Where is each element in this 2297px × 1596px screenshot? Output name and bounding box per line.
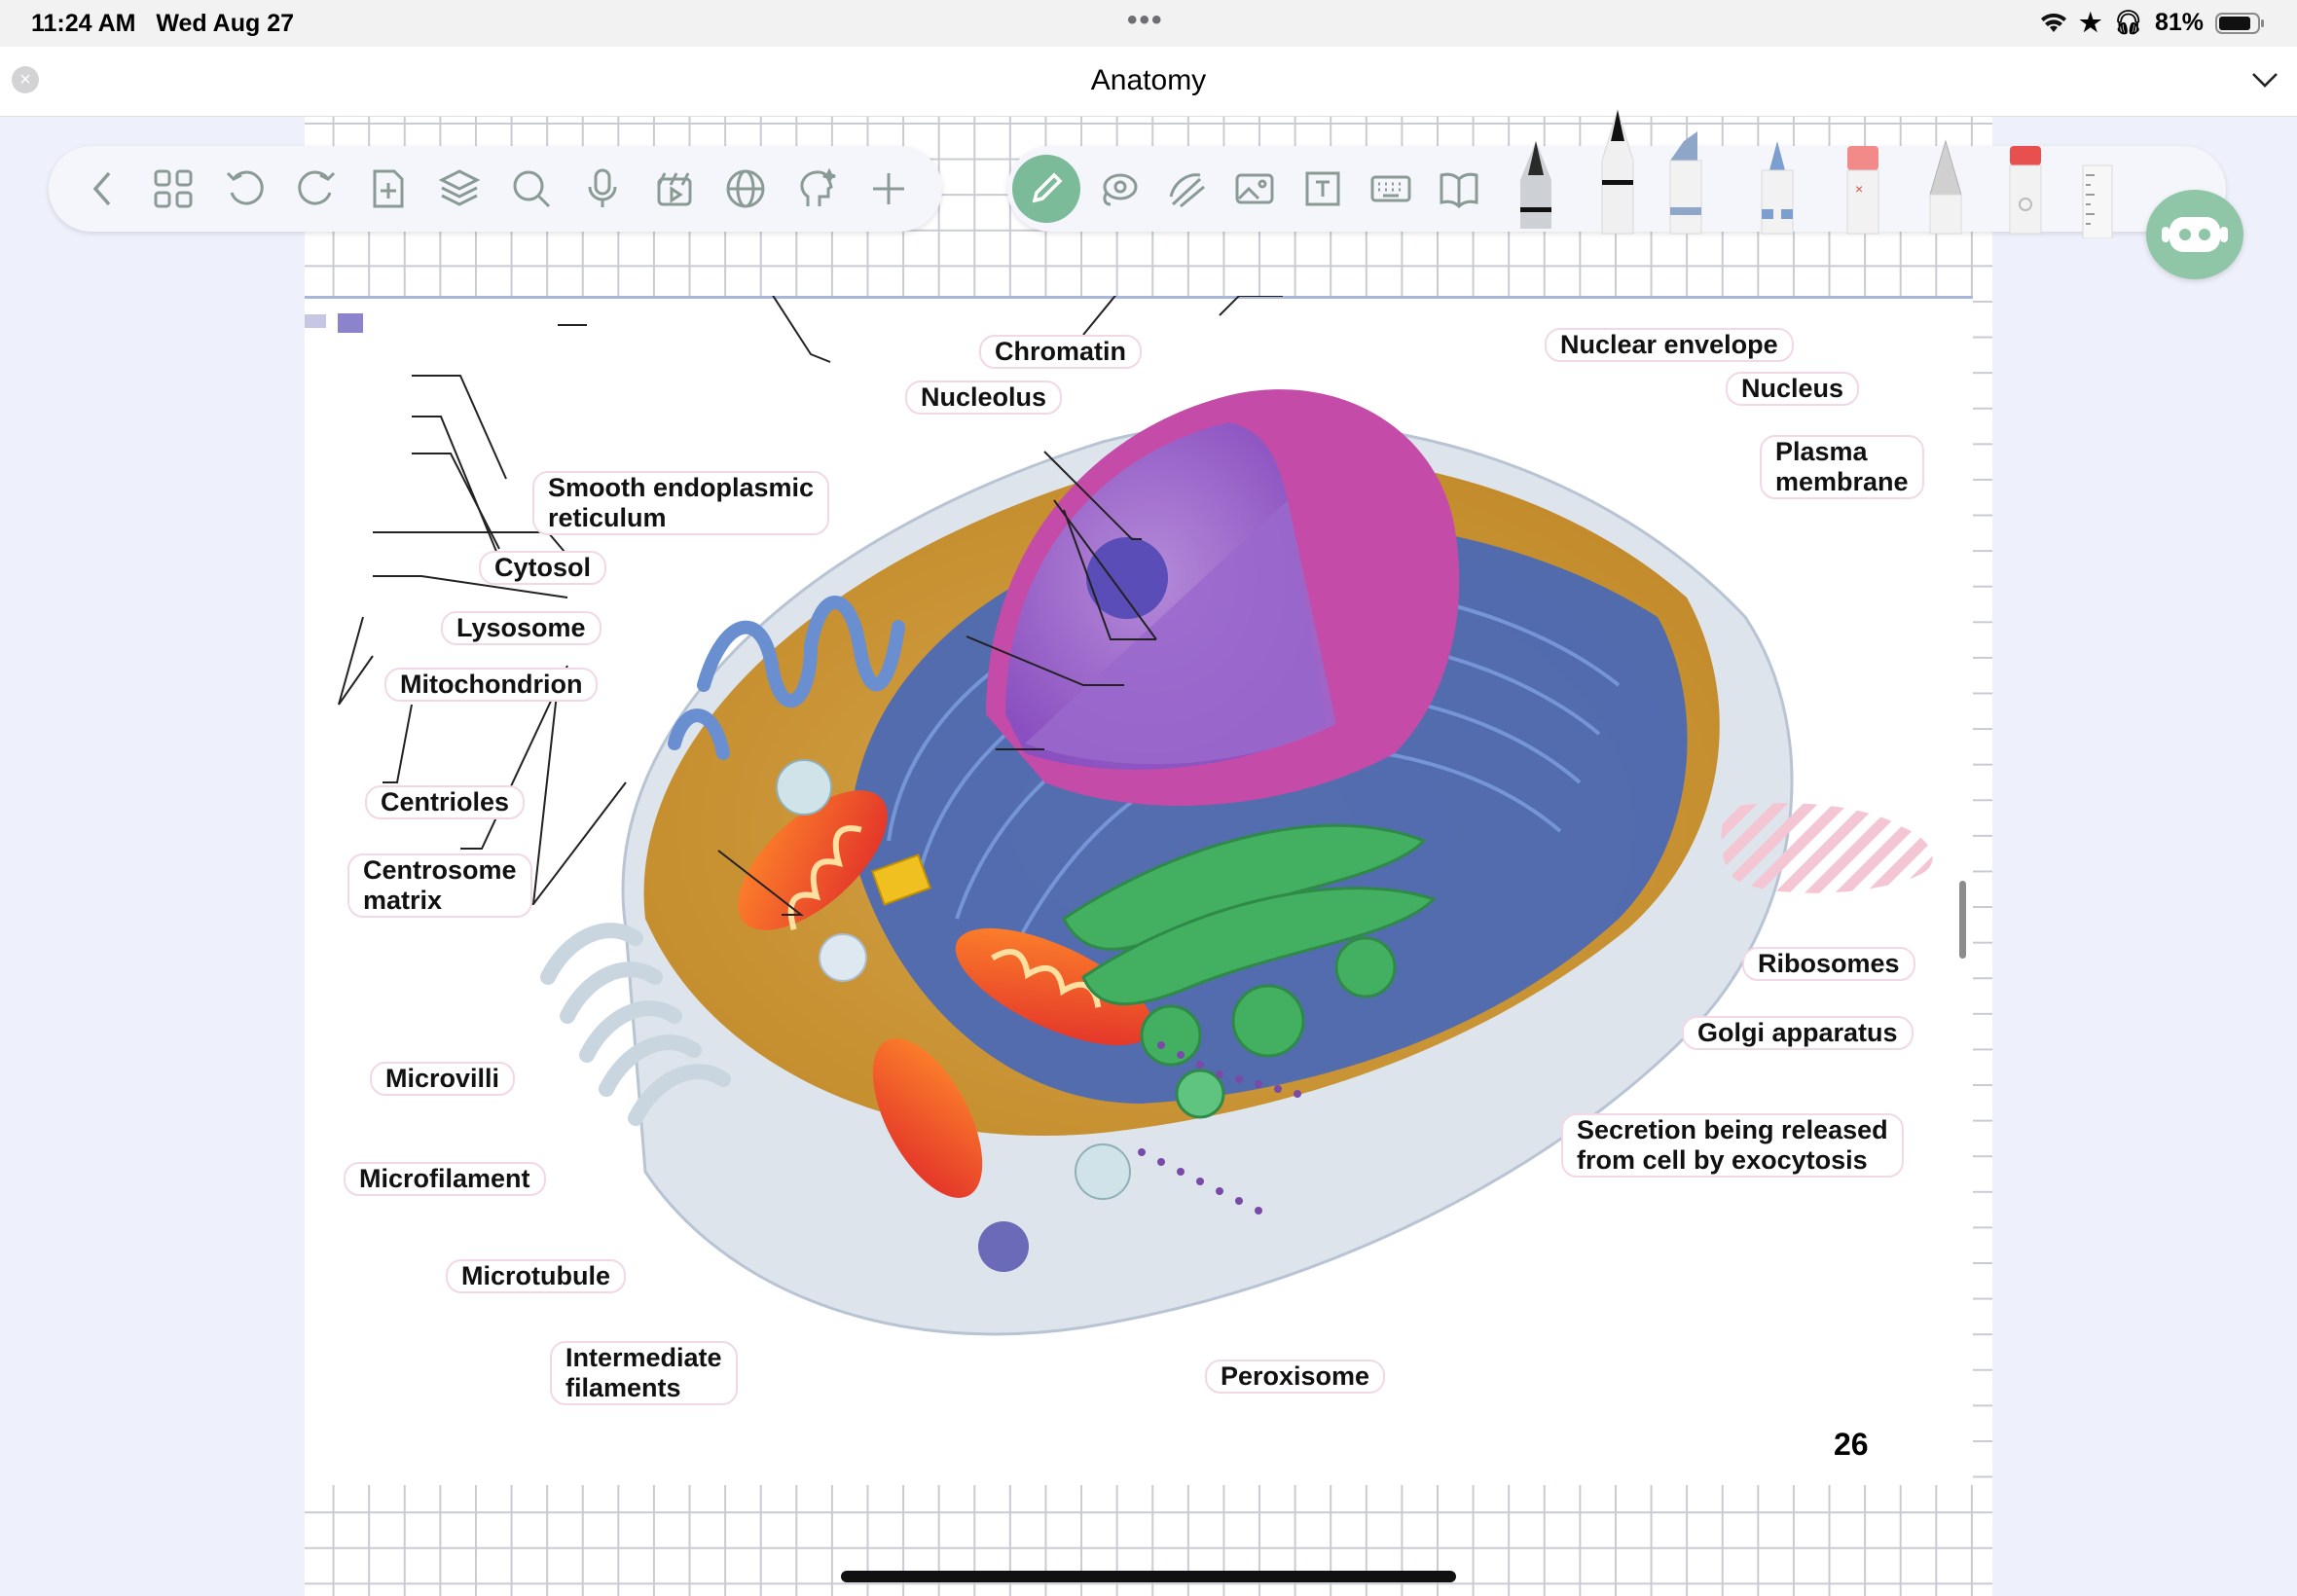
pen-tool-icon[interactable] — [1012, 155, 1080, 223]
mitochondrion-shape — [955, 927, 1153, 1046]
status-bar: 11:24 AM Wed Aug 27 ••• ★ 🎧︎ 81% — [0, 0, 2297, 47]
navigation-toolbar — [49, 146, 942, 232]
status-date: Wed Aug 27 — [156, 10, 294, 37]
label-nucleolus: Nucleolus — [905, 381, 1063, 415]
annotation-highlight — [1721, 803, 1933, 893]
ai-head-icon[interactable] — [782, 153, 854, 225]
label-nucleus: Nucleus — [1726, 372, 1860, 406]
leader-lines — [338, 296, 1283, 916]
pencil-icon[interactable] — [1929, 139, 1962, 235]
plus-icon[interactable] — [854, 153, 926, 225]
keyboard-icon[interactable] — [1357, 153, 1425, 225]
back-icon[interactable] — [66, 153, 138, 225]
label-mitochondrion: Mitochondrion — [384, 668, 599, 702]
battery-percent: 81% — [2154, 9, 2204, 36]
add-page-icon[interactable] — [352, 153, 424, 225]
label-nuclear-envelope: Nuclear envelope — [1545, 328, 1794, 362]
close-icon[interactable]: × — [12, 66, 39, 93]
document-titlebar: × Anatomy — [0, 47, 2297, 117]
document-title[interactable]: Anatomy — [1090, 64, 1207, 96]
fountain-pen-icon[interactable] — [1520, 141, 1551, 229]
grid-icon[interactable] — [138, 153, 210, 225]
robot-icon — [2162, 217, 2228, 252]
battery-icon — [2215, 12, 2264, 34]
label-lysosome: Lysosome — [441, 611, 602, 645]
text-box-icon[interactable] — [1289, 153, 1357, 225]
home-indicator[interactable] — [841, 1571, 1456, 1582]
layers-icon[interactable] — [424, 153, 496, 225]
star-icon: ★ — [2079, 8, 2102, 37]
golgi-apparatus-shape — [1062, 823, 1437, 1119]
svg-text:×: × — [1855, 181, 1863, 197]
ballpoint-pen-icon[interactable] — [1601, 108, 1634, 235]
chevron-down-icon[interactable] — [2250, 68, 2279, 90]
microvilli-shape — [540, 923, 731, 1126]
assistant-bot-button[interactable] — [2146, 190, 2243, 279]
shape-icon[interactable] — [1152, 153, 1221, 225]
vertical-scrollbar[interactable] — [1959, 881, 1966, 959]
lasso-icon[interactable] — [1084, 153, 1152, 225]
label-golgi-apparatus: Golgi apparatus — [1682, 1016, 1914, 1050]
lysosome-shape — [776, 759, 832, 816]
brush-pen-icon[interactable] — [1761, 141, 1794, 235]
centriole-shape — [871, 853, 931, 906]
tool-buttons — [1012, 146, 1493, 232]
globe-icon[interactable] — [711, 153, 783, 225]
label-peroxisome: Peroxisome — [1205, 1360, 1386, 1394]
glue-stick-icon[interactable] — [2009, 146, 2042, 235]
label-chromatin: Chromatin — [979, 335, 1142, 369]
nucleolus-shape — [1086, 537, 1168, 619]
multitask-icon[interactable]: ••• — [1127, 4, 1164, 36]
book-icon[interactable] — [1425, 153, 1493, 225]
undo-icon[interactable] — [209, 153, 281, 225]
microphone-icon[interactable] — [567, 153, 639, 225]
pen-tray: × — [1520, 108, 2113, 238]
label-microvilli: Microvilli — [370, 1062, 516, 1096]
nucleus-cut — [1025, 500, 1336, 765]
ruler-icon[interactable] — [2082, 164, 2113, 238]
status-right: ★ 🎧︎ 81% — [2040, 8, 2266, 38]
smooth-er-shape — [668, 596, 905, 760]
media-icon[interactable] — [638, 153, 711, 225]
redo-icon[interactable] — [281, 153, 353, 225]
mitochondrion-shape — [872, 1038, 983, 1198]
peroxisome-shape — [978, 1221, 1029, 1272]
ink-mark — [305, 314, 326, 328]
ink-mark — [338, 313, 363, 333]
eraser-icon[interactable]: × — [1846, 146, 1879, 235]
highlighter-icon[interactable] — [1669, 131, 1702, 235]
label-centrioles: Centrioles — [365, 785, 526, 819]
label-microtubule: Microtubule — [446, 1259, 626, 1293]
label-cytosol: Cytosol — [479, 551, 607, 585]
cell-diagram — [338, 296, 1794, 1336]
label-ribosomes: Ribosomes — [1742, 947, 1915, 981]
search-icon[interactable] — [495, 153, 567, 225]
secretion-dots — [1138, 1041, 1301, 1215]
wifi-icon — [2041, 13, 2067, 32]
image-icon[interactable] — [1221, 153, 1289, 225]
page-number: 26 — [1834, 1427, 1869, 1462]
label-microfilament: Microfilament — [344, 1162, 546, 1196]
status-time: 11:24 AM Wed Aug 27 — [31, 10, 294, 37]
headphones-icon: 🎧︎ — [2113, 10, 2143, 36]
